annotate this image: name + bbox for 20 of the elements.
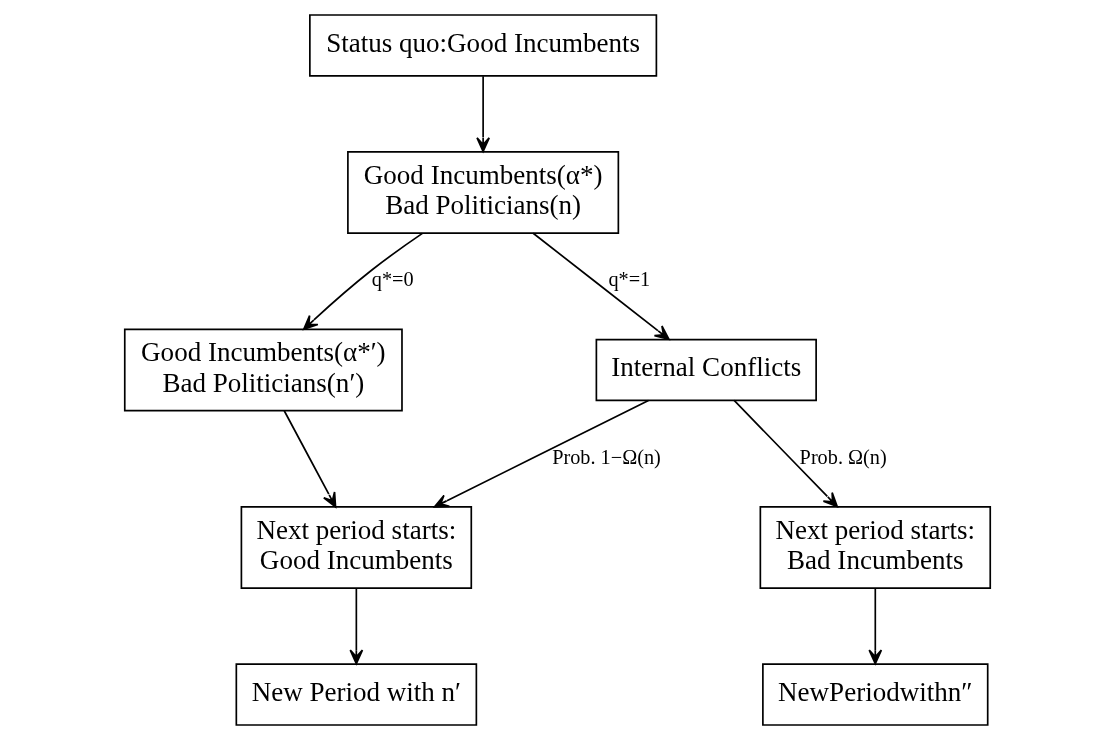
node-box: Status quo:Good Incumbents — [309, 14, 658, 77]
arrow — [283, 409, 337, 508]
node-box: Next period starts: Bad Incumbents — [759, 506, 992, 589]
arrow — [868, 587, 883, 665]
node-box: Internal Conflicts — [595, 338, 817, 402]
node-box: Good Incumbents(α*) Bad Politicians(n) — [347, 151, 620, 234]
arrow — [302, 232, 424, 331]
arrow — [532, 232, 670, 340]
arrow — [476, 75, 491, 153]
arrow — [733, 399, 839, 508]
edge-label: q*=0 — [371, 268, 414, 291]
edge-label: Prob. 1−Ω(n) — [552, 445, 661, 468]
edge-label: q*=1 — [608, 268, 651, 291]
arrow — [433, 399, 650, 508]
node-box: Good Incumbents(α*′) Bad Politicians(n′) — [123, 328, 403, 412]
node-box: New Period with n′ — [235, 663, 478, 726]
node-box: Next period starts: Good Incumbents — [240, 506, 473, 589]
arrow — [349, 587, 364, 665]
node-box: NewPeriodwithn″ — [762, 663, 989, 726]
edge-label: Prob. Ω(n) — [799, 445, 887, 468]
